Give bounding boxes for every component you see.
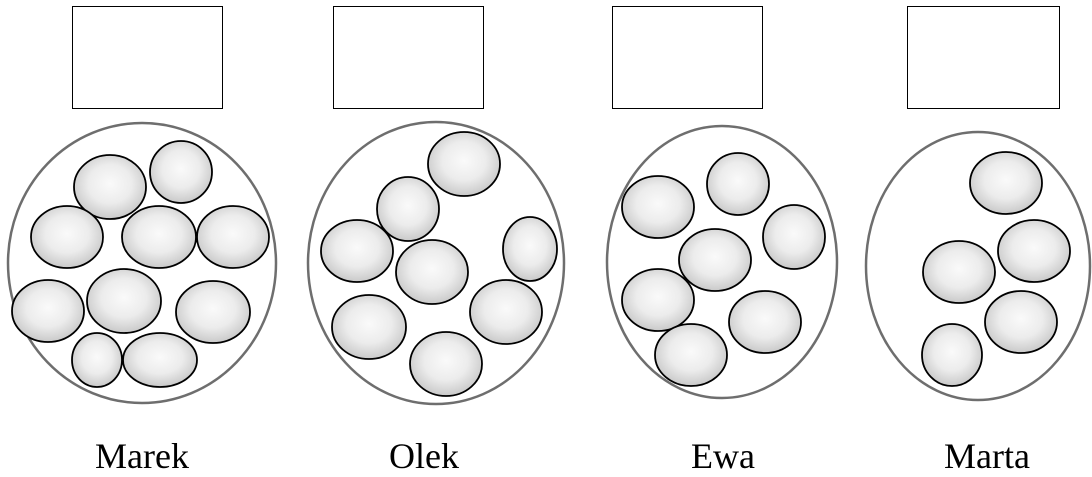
- group-olek: [306, 120, 566, 406]
- group-outline: [6, 121, 278, 405]
- stone: [762, 204, 826, 270]
- group-outline: [306, 120, 566, 406]
- stone-group-marta: [921, 151, 1071, 387]
- stone: [30, 205, 104, 269]
- stone: [86, 268, 162, 334]
- stone: [502, 216, 558, 282]
- name-label-marek: Marek: [95, 436, 189, 476]
- stone: [706, 152, 770, 216]
- stone: [654, 323, 728, 387]
- stone: [678, 228, 752, 292]
- stone: [121, 205, 197, 269]
- stone: [196, 205, 270, 269]
- stone: [122, 332, 198, 388]
- stone: [73, 154, 147, 220]
- stone-group-ewa: [621, 152, 826, 387]
- name-label-marta: Marta: [944, 436, 1030, 476]
- stone-group-marek: [11, 140, 270, 388]
- name-label-ewa: Ewa: [691, 436, 755, 476]
- stone: [376, 176, 440, 242]
- group-marta: [864, 130, 1092, 402]
- stone: [149, 140, 213, 204]
- stone: [71, 332, 123, 388]
- stone: [969, 151, 1043, 215]
- stone: [320, 219, 394, 283]
- answer-box-marta[interactable]: [907, 6, 1060, 109]
- stone: [921, 323, 983, 387]
- stone-group-olek: [320, 131, 558, 397]
- group-outline: [864, 130, 1092, 402]
- stone: [728, 290, 802, 354]
- stone: [984, 290, 1058, 354]
- answer-box-olek[interactable]: [333, 6, 484, 109]
- stone: [469, 279, 543, 345]
- stone: [175, 280, 251, 344]
- stone: [395, 239, 469, 305]
- stone: [331, 294, 407, 360]
- group-ewa: [605, 124, 839, 400]
- stone: [409, 331, 483, 397]
- stone: [621, 175, 695, 239]
- name-label-olek: Olek: [389, 436, 459, 476]
- stone: [997, 219, 1071, 283]
- answer-box-marek[interactable]: [72, 6, 223, 109]
- stone: [427, 131, 501, 197]
- group-outline: [605, 124, 839, 400]
- stone: [922, 240, 996, 304]
- group-marek: [6, 121, 278, 405]
- stone: [621, 268, 695, 332]
- stone: [11, 279, 85, 343]
- answer-box-ewa[interactable]: [612, 6, 763, 109]
